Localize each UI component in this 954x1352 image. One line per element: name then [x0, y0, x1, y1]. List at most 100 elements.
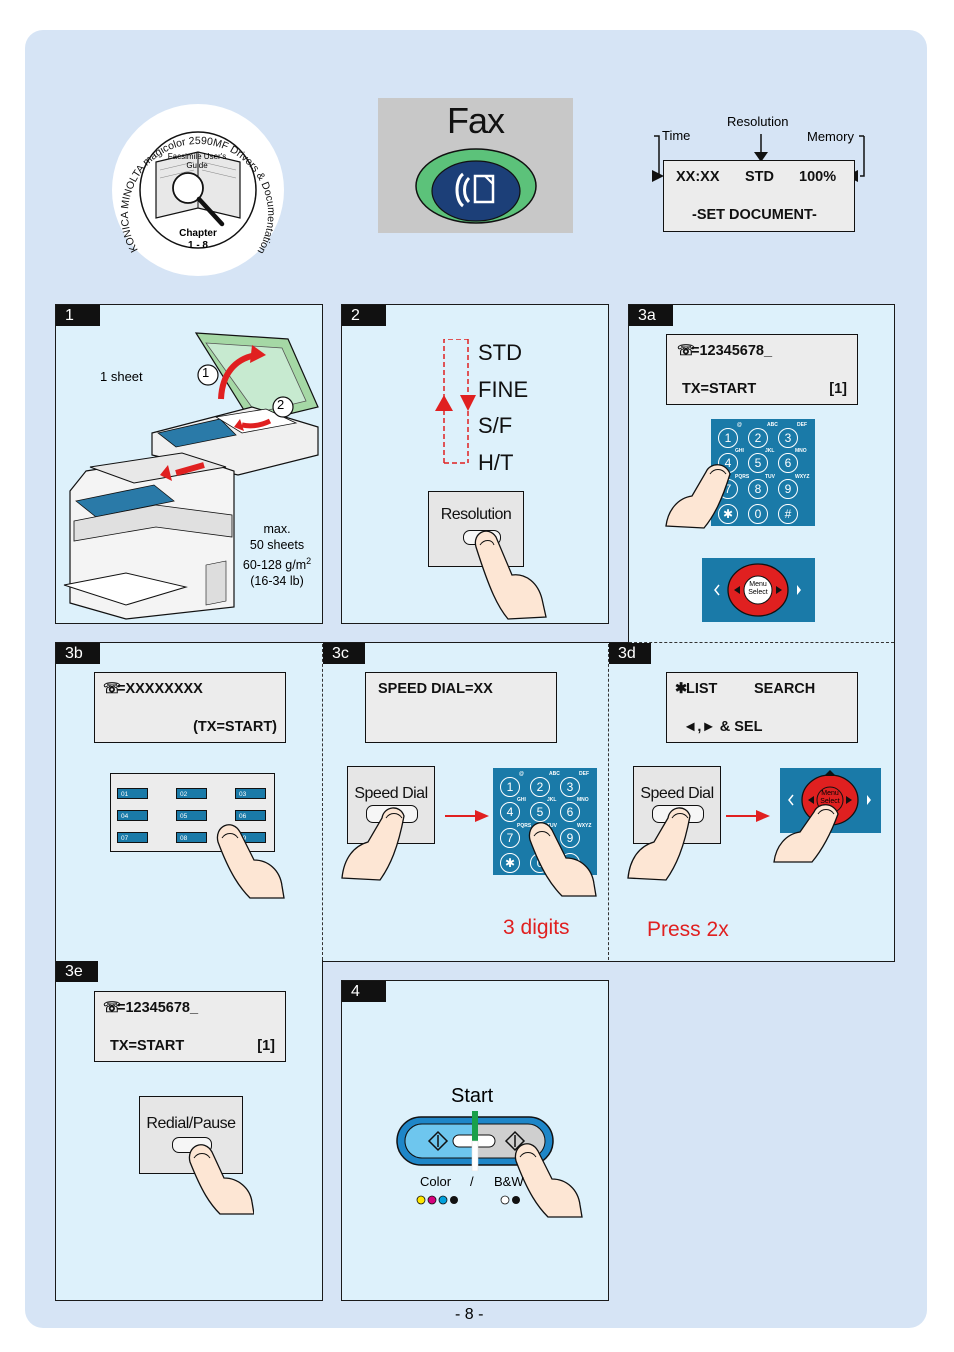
time-legend-label: Time	[662, 128, 691, 143]
step-3d-line1-right: SEARCH	[754, 681, 816, 697]
step-3a-screen: ☏ =12345678_ TX=START [1]	[666, 334, 858, 405]
finger-icon	[188, 1144, 254, 1215]
key-5[interactable]: 5	[530, 802, 550, 822]
option-fine: FINE	[478, 376, 529, 402]
key-3[interactable]: 3	[778, 428, 798, 448]
step-3bc-divider	[322, 644, 323, 960]
keypad-3c[interactable]: @ ABC DEF 1 2 3 GHI JKL MNO 4 5 6 PQRS T…	[493, 768, 597, 875]
key-9[interactable]: 9	[560, 828, 580, 848]
one-sheet-label: 1 sheet	[100, 369, 143, 384]
menu-select-3a[interactable]: Menu Select	[702, 558, 815, 622]
start-button[interactable]	[396, 1111, 554, 1172]
marker-1: 1	[202, 365, 210, 380]
key-8[interactable]: 8	[748, 479, 768, 499]
speed-dial-button-3d[interactable]: Speed Dial	[633, 766, 721, 844]
onetouch-key-label: 02	[180, 791, 188, 798]
keypad-3a[interactable]: @ ABC DEF 1 2 3 GHI JKL MNO 4 5 6 PQRS T…	[711, 419, 815, 526]
keypad-letter: PQRS	[517, 823, 532, 829]
keypad-letter: GHI	[735, 448, 744, 454]
key-3[interactable]: 3	[560, 777, 580, 797]
adf-capacity: max. 50 sheets 60-128 g/m2 (16-34 lb)	[232, 521, 322, 589]
onetouch-key-03[interactable]: 03	[235, 788, 266, 799]
keypad-letter: @	[737, 422, 742, 428]
cd-chapter-label: Chapter	[179, 228, 217, 239]
onetouch-key-05[interactable]: 05	[176, 810, 207, 821]
adf-capacity-line-2: 50 sheets	[249, 538, 305, 552]
finger-icon	[474, 530, 547, 620]
onetouch-key-02[interactable]: 02	[176, 788, 207, 799]
key-1[interactable]: 1	[500, 777, 520, 797]
finger-icon	[528, 822, 597, 897]
menu-select-dial-icon	[714, 563, 801, 617]
key-9[interactable]: 9	[778, 479, 798, 499]
onetouch-key-04[interactable]: 04	[117, 810, 148, 821]
onetouch-key-01[interactable]: 01	[117, 788, 148, 799]
step-3cd-divider	[608, 644, 609, 960]
step-3d-line1-left: LIST	[686, 681, 718, 697]
key-7[interactable]: 7	[500, 828, 520, 848]
fax-button-icon	[415, 148, 537, 224]
onetouch-key-08[interactable]: 08	[176, 832, 207, 843]
key-star[interactable]: ✱	[500, 853, 520, 873]
keypad-letter: PQRS	[735, 474, 750, 480]
resolution-button[interactable]: Resolution	[428, 491, 524, 567]
step-3b-line1: =XXXXXXXX	[117, 681, 203, 697]
step-1-panel: 1 1 sheet 1 2 max. 50 sheets 60-128 g/m2…	[55, 304, 323, 624]
key-5[interactable]: 5	[748, 453, 768, 473]
onetouch-panel[interactable]: 01 02 03 04 05 06 07 08 09	[110, 773, 275, 852]
onetouch-key-07[interactable]: 07	[117, 832, 148, 843]
phone-icon: ☏	[677, 343, 696, 359]
keypad-letter: ABC	[549, 771, 560, 777]
adf-capacity-line-4: (16-34 lb)	[250, 574, 304, 589]
key-1[interactable]: 1	[718, 428, 738, 448]
keypad-letter: @	[519, 771, 524, 777]
menu-select-label: Menu Select	[748, 581, 768, 596]
key-0[interactable]: 0	[748, 504, 768, 524]
key-4[interactable]: 4	[500, 802, 520, 822]
keypad-letter: WXYZ	[577, 823, 592, 829]
finger-icon	[627, 807, 691, 881]
onetouch-row-2: 04 05 06	[117, 810, 268, 823]
speed-dial-button-3c[interactable]: Speed Dial	[347, 766, 435, 844]
key-6[interactable]: 6	[560, 802, 580, 822]
finger-icon	[665, 464, 731, 529]
key-2[interactable]: 2	[748, 428, 768, 448]
phone-icon: ☏	[103, 681, 122, 697]
step-3d-tag: 3d	[609, 643, 651, 664]
resolution-button-label: Resolution	[440, 506, 512, 523]
fax-icon-box: Fax	[378, 98, 573, 233]
key-star[interactable]: ✱	[718, 504, 738, 524]
step-3e-line2-left: TX=START	[110, 1038, 185, 1054]
finger-icon	[216, 824, 285, 899]
onetouch-key-label: 04	[121, 813, 129, 820]
cd-rom-icon: KONICA MINOLTA magicolor 2590MF Drivers …	[104, 91, 284, 276]
arrow-right-icon	[726, 810, 770, 822]
key-2[interactable]: 2	[530, 777, 550, 797]
start-button-icon	[396, 1111, 554, 1172]
option-std: STD	[478, 340, 522, 365]
onetouch-key-label: 05	[180, 813, 188, 820]
legend-memory-value: 100%	[799, 169, 837, 185]
step-3a-line2-left: TX=START	[682, 381, 757, 397]
step-3e-line1: =12345678_	[117, 1000, 199, 1016]
adf-capacity-line-1: max.	[263, 522, 291, 536]
key-hash[interactable]: #	[778, 504, 798, 524]
step-3c-tag: 3c	[323, 643, 365, 664]
adf-capacity-line-3: 60-128 g/m2	[232, 553, 322, 573]
arrow-right-icon	[445, 810, 489, 822]
key-6[interactable]: 6	[778, 453, 798, 473]
phone-icon: ☏	[103, 1000, 122, 1016]
memory-legend-label: Memory	[807, 129, 854, 144]
bw-label: B&W	[494, 1174, 524, 1189]
step-3e-line2-right: [1]	[257, 1038, 275, 1054]
option-ht: H/T	[478, 449, 514, 475]
onetouch-key-label: 06	[239, 813, 247, 820]
finger-icon	[773, 804, 839, 863]
redial-pause-button[interactable]: Redial/Pause	[139, 1096, 243, 1174]
keypad-letter: MNO	[795, 448, 807, 454]
step-4-panel: 4 Start Color / B&W	[341, 980, 609, 1301]
onetouch-key-06[interactable]: 06	[235, 810, 266, 821]
step-3d-screen: ✱ LIST SEARCH ◄,► & SEL	[666, 672, 858, 743]
redial-pause-button-label: Redial/Pause	[146, 1115, 236, 1132]
keypad-letter: ABC	[767, 422, 778, 428]
